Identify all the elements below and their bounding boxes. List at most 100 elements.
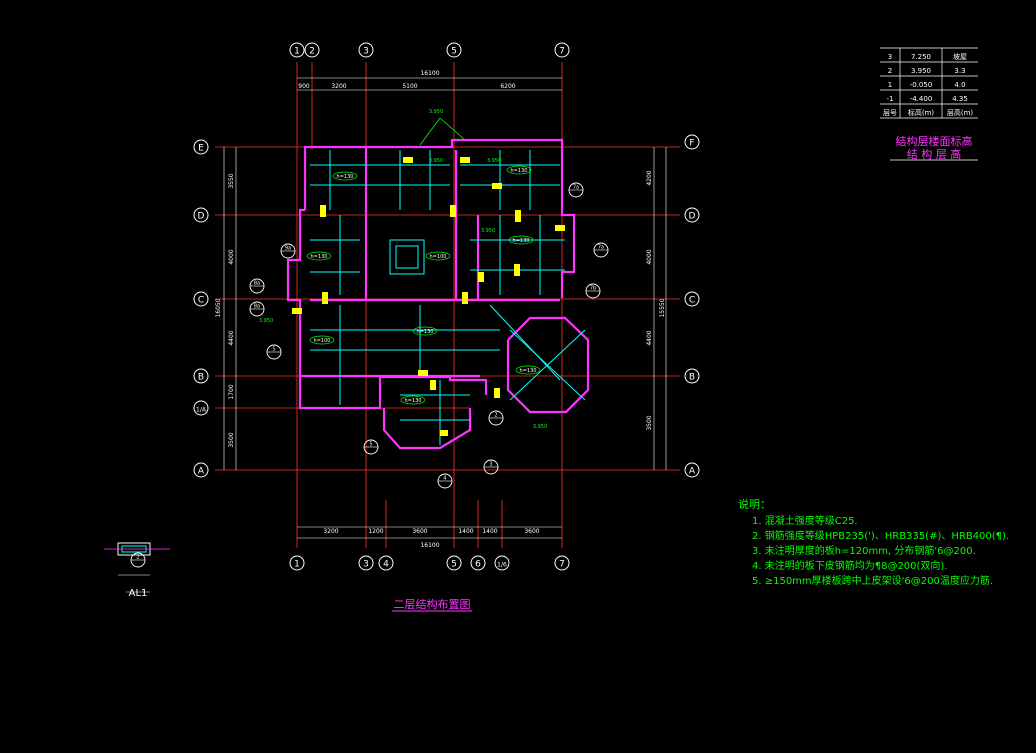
slab-tag-frame xyxy=(425,251,451,261)
axis-top-0: 1 xyxy=(294,47,300,57)
dim-left-part: 4000 xyxy=(228,249,235,264)
axis-left-2-circle xyxy=(193,291,209,307)
section-mark: 8a xyxy=(254,281,260,287)
elevation-tag: 3.950 xyxy=(487,158,501,164)
dim-left-part: 4400 xyxy=(228,330,235,345)
elevation-tag: 3.950 xyxy=(259,318,273,324)
axis-bottom-0: 1 xyxy=(294,560,300,570)
slab-tag-frame xyxy=(508,235,534,245)
axis-bottom-4-circle xyxy=(470,555,486,571)
axis-right-1: D xyxy=(689,212,696,222)
dim-left-total: 16050 xyxy=(215,298,222,317)
axis-bottom-1-circle xyxy=(358,555,374,571)
level-table-caption-2: 结 构 层 高 xyxy=(907,147,962,161)
axis-right-3-circle xyxy=(684,368,700,384)
axis-left-4: 1/A xyxy=(196,407,207,414)
level-table-cell: 1 xyxy=(888,81,892,89)
leader-lines xyxy=(419,117,466,146)
level-table-footer-cell: 标高(m) xyxy=(908,108,935,117)
axis-bottom-3: 5 xyxy=(451,560,457,570)
axis-top-4-circle xyxy=(554,42,570,58)
dim-bottom-part: 1400 xyxy=(482,528,497,535)
dim-top-part: 900 xyxy=(298,83,310,90)
elevation-tag: 3.950 xyxy=(429,109,443,115)
section-mark: 9a xyxy=(285,246,291,252)
level-table-grid xyxy=(880,47,978,161)
axis-right-0: F xyxy=(689,139,694,149)
axis-left-0: E xyxy=(198,144,204,154)
axis-left-1: D xyxy=(198,212,205,222)
level-table-cell: -0.050 xyxy=(910,81,933,89)
section-mark: 7a xyxy=(598,245,604,251)
axis-bottom-0-circle xyxy=(289,555,305,571)
dim-left-part: 1700 xyxy=(228,384,235,399)
level-table-cell: 3 xyxy=(888,53,892,61)
slab-tag-frame xyxy=(332,171,358,181)
axis-right-2: C xyxy=(689,296,695,306)
axis-grid xyxy=(215,62,680,548)
axis-left-3: B xyxy=(198,373,204,383)
dim-bottom-part: 3600 xyxy=(412,528,427,535)
axis-left-2: C xyxy=(198,296,204,306)
axis-bottom-2-circle xyxy=(378,555,394,571)
slab-tag: h=100 xyxy=(430,254,447,260)
dim-top-part: 3200 xyxy=(331,83,346,90)
note-item: 4. 未注明的板下皮钢筋均为¶8@200(双向). xyxy=(752,559,948,572)
axis-right-4-circle xyxy=(684,462,700,478)
columns xyxy=(292,157,565,436)
wall-outline xyxy=(286,138,590,450)
note-item: 3. 未注明厚度的板h=120mm, 分布钢筋'6@200. xyxy=(752,544,976,557)
dim-bottom-part: 1400 xyxy=(458,528,473,535)
axis-right-1-circle xyxy=(684,207,700,223)
level-table-cell: -4.400 xyxy=(910,95,933,103)
axis-top-4: 7 xyxy=(559,47,565,57)
axis-top-2-circle xyxy=(358,42,374,58)
plan-annotations: h=130h=130h=130h=130h=100h=100h=130h=130… xyxy=(130,109,609,568)
axis-right-2-circle xyxy=(684,291,700,307)
note-item: 5. ≥150mm厚楼板跨中上皮架设'6@200温度应力筋. xyxy=(752,574,993,587)
section-mark: 3 xyxy=(489,462,492,468)
level-table-cell: 2 xyxy=(888,67,892,75)
notes-header: 说明： xyxy=(738,497,771,511)
detail-label: AL1 xyxy=(129,588,148,599)
section-mark: 4 xyxy=(443,476,446,482)
section-mark: 2 xyxy=(494,413,497,419)
axis-right-4: A xyxy=(689,467,696,477)
level-table-cell: 3.3 xyxy=(954,67,965,75)
section-mark: 5 xyxy=(272,347,275,353)
detail-al1 xyxy=(104,542,170,593)
level-table-caption-1: 结构层楼面标高 xyxy=(896,134,973,148)
dim-right-total: 15550 xyxy=(659,298,666,317)
dim-top-part: 6200 xyxy=(500,83,515,90)
axis-right-0-circle xyxy=(684,134,700,150)
axis-right-3: B xyxy=(689,373,695,383)
axis-bottom-4: 6 xyxy=(475,560,481,570)
section-mark: 7b xyxy=(590,286,596,292)
slab-tag-frame xyxy=(400,395,426,405)
elevation-tag: 3.950 xyxy=(481,228,495,234)
slab-tag-frame xyxy=(412,326,438,336)
slab-tag-frame xyxy=(309,335,335,345)
slab-tag-frame xyxy=(506,165,532,175)
level-table-cell: 3.950 xyxy=(911,67,931,75)
axis-left-1-circle xyxy=(193,207,209,223)
slab-tag: h=130 xyxy=(513,238,530,244)
axis-top-0-circle xyxy=(289,42,305,58)
note-item: 1. 混凝土强度等级C25. xyxy=(752,514,858,527)
level-table-cell: 7.250 xyxy=(911,53,931,61)
elevation-tag: 3.950 xyxy=(533,424,547,430)
slab-tag: h=130 xyxy=(405,398,422,404)
axis-bottom-2: 4 xyxy=(383,560,389,570)
axis-left-4-circle xyxy=(193,400,209,416)
slab-tag: h=130 xyxy=(311,254,328,260)
slab-tag-frame xyxy=(515,365,541,375)
elevation-tag: 3.950 xyxy=(429,158,443,164)
note-item: 2. 钢筋强度等级HPB235(')、HRB335(#)、HRB400(¶). xyxy=(752,529,1009,542)
dim-top-total: 16100 xyxy=(420,70,439,77)
dim-bottom-total: 16100 xyxy=(420,542,439,549)
drawing-title: 二层结构布置图 xyxy=(394,597,471,611)
